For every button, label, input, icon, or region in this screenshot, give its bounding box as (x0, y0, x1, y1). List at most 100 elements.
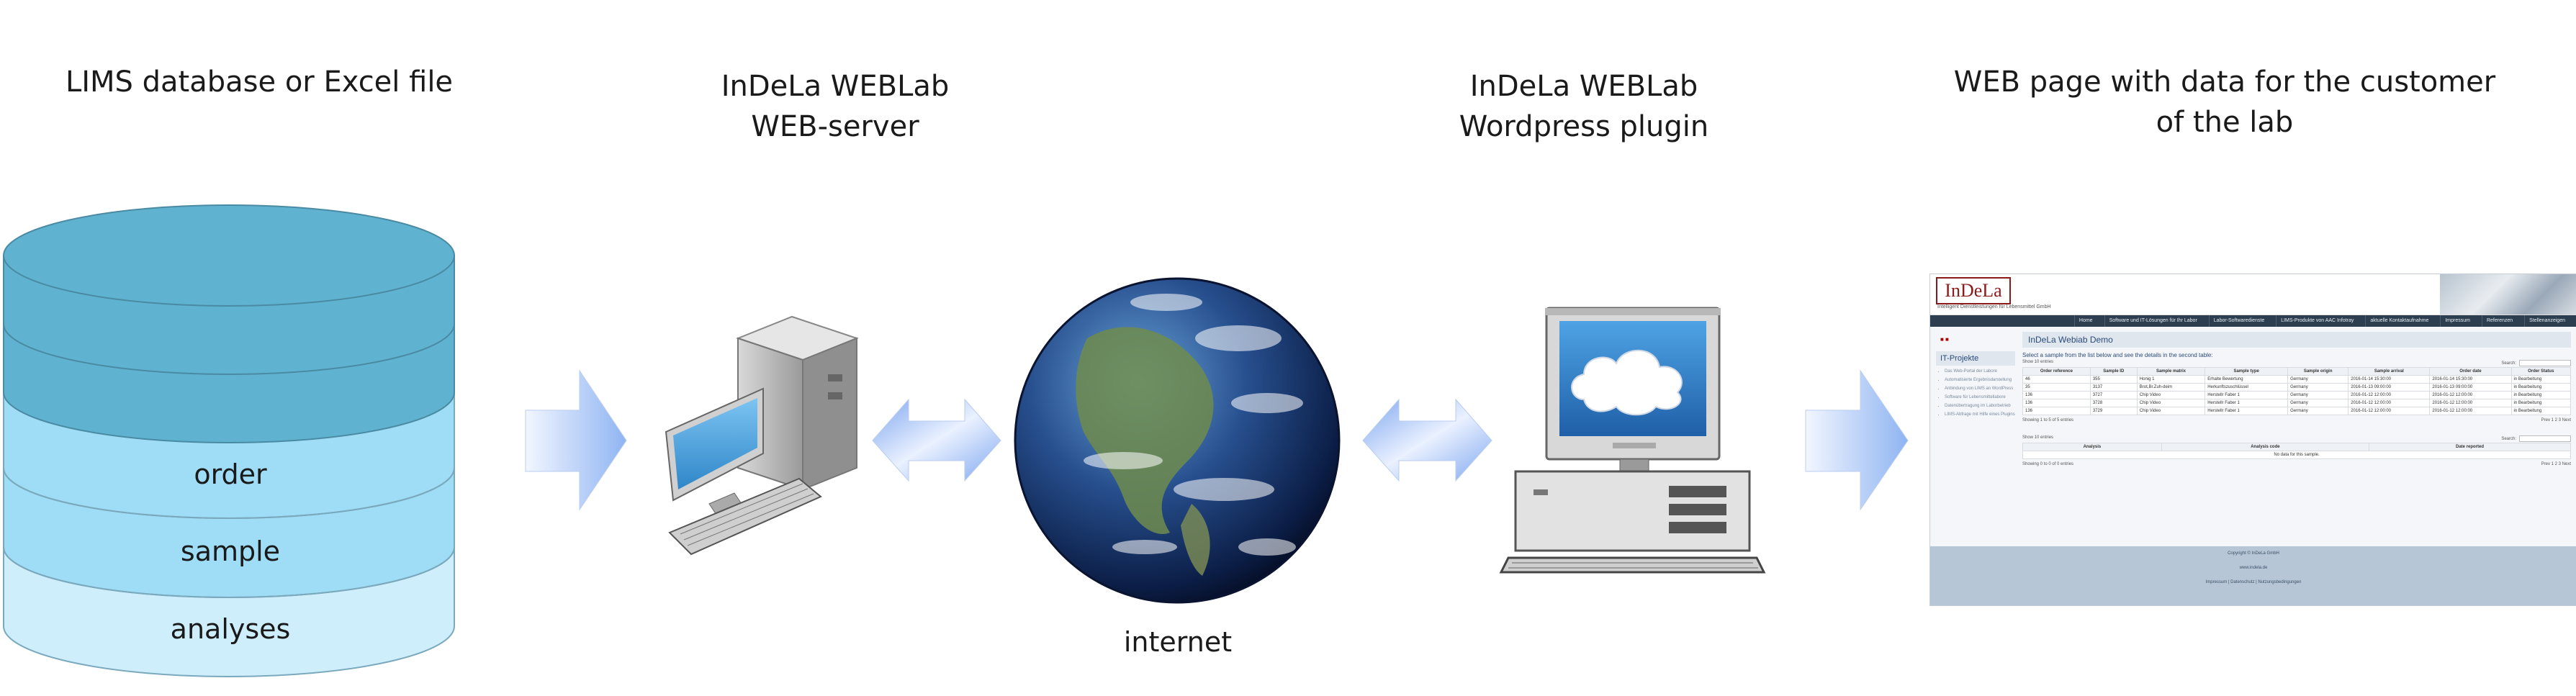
database-cylinder: order sample analyses (3, 204, 455, 677)
sidebar-item[interactable]: Das Web-Portal der Labore (1945, 369, 2015, 374)
database-top-cap (3, 204, 455, 307)
table-row: No data for this sample. (2022, 451, 2571, 459)
sidebar-item[interactable]: Software für Lebensmittellabore (1945, 394, 2015, 400)
sidebar-title: IT-Projekte (1936, 351, 2015, 366)
table-cell: Germany (2287, 383, 2349, 392)
webpage-screenshot: InDeLa Intelligent Dienstleistungen für … (1929, 274, 2576, 606)
nav-item[interactable]: Referenzen (2481, 315, 2517, 327)
column-header[interactable]: Order reference (2022, 367, 2091, 376)
search-label: Search: (2501, 437, 2516, 442)
pagination[interactable]: Prev 1 2 3 Next (2541, 418, 2571, 422)
search-input[interactable] (2519, 360, 2571, 366)
table-cell: Chip Video (2136, 391, 2206, 399)
webpage-intro: Select a sample from the list below and … (2022, 352, 2213, 358)
layer-label-analyses: analyses (171, 613, 291, 645)
footer-line[interactable]: Impressum | Datenschutz | Nutzungsbeding… (2205, 580, 2302, 584)
column-header[interactable]: Sample ID (2089, 367, 2138, 376)
column-header[interactable]: Sample arrival (2348, 367, 2431, 376)
column-header[interactable]: Analysis (2022, 443, 2162, 451)
column-header[interactable]: Order date (2429, 367, 2512, 376)
double-arrow-icon (872, 398, 1001, 482)
webpage-footer: Copyright © InDeLa GmbH www.indela.de Im… (1930, 546, 2576, 605)
table-cell: Honig 1 (2136, 375, 2206, 384)
nav-item[interactable]: Stellenanzeigen (2524, 315, 2570, 327)
table-cell: 136 (2022, 391, 2091, 399)
plugin-title-line1: InDeLa WEBLab (1469, 70, 1698, 103)
table-cell: Germany (2287, 399, 2349, 407)
webpage-heading: InDeLa Webiab Demo (2022, 332, 2571, 348)
plugin-title: InDeLa WEBLab Wordpress plugin (1397, 66, 1771, 147)
nav-item[interactable]: Home (2073, 315, 2097, 327)
webpage-header: InDeLa Intelligent Dienstleistungen für … (1930, 274, 2576, 315)
language-flags-icon[interactable]: ■ ■ (1940, 336, 1949, 343)
webpage-nav: Home Software und IT-Lösungen für Ihr La… (1930, 315, 2576, 327)
webpage-title-line2: of the lab (2156, 106, 2294, 139)
table-cell: Germany (2287, 391, 2349, 399)
table-info: Showing 1 to 5 of 5 entries (2022, 418, 2074, 422)
plugin-title-line2: Wordpress plugin (1459, 110, 1709, 143)
desktop-computer-icon (665, 315, 859, 556)
table-cell: in Bearbeitung (2510, 391, 2572, 399)
lims-title-text: LIMS database or Excel file (65, 65, 454, 99)
search-input[interactable] (2519, 435, 2571, 442)
table-cell: 3137 (2089, 383, 2138, 392)
table-cell: 136 (2022, 399, 2091, 407)
show-entries-select[interactable]: Show 10 entries (2022, 435, 2054, 440)
footer-line: Copyright © InDeLa GmbH (2228, 551, 2279, 556)
table-cell: 2016-01-13 09:00:00 (2348, 383, 2431, 392)
table-cell: 2016-01-13 09:00:00 (2429, 383, 2512, 392)
nav-item[interactable]: Labor-Softwaredienste (2208, 315, 2269, 327)
table-cell: Chip Video (2136, 399, 2206, 407)
table-cell: Herstellr Faber 1 (2205, 391, 2289, 399)
column-header[interactable]: Sample origin (2287, 367, 2349, 376)
nav-item[interactable]: Impressum (2440, 315, 2474, 327)
pagination[interactable]: Prev 1 2 3 Next (2541, 462, 2571, 466)
sidebar-item[interactable]: LIMS-Abfrage mit Hilfe eines Plugins (1945, 412, 2015, 417)
server-title: InDeLa WEBLab WEB-server (648, 66, 1022, 147)
lims-title: LIMS database or Excel file (43, 62, 475, 102)
sidebar-item[interactable]: Anbindung von LIMS an WordPress (1945, 386, 2015, 392)
sidebar-item[interactable]: Datenübertragung im Laborbetrieb (1945, 403, 2015, 409)
nav-item[interactable]: Software und IT-Lösungen für Ihr Labor (2104, 315, 2202, 327)
database-top-body (3, 255, 455, 443)
column-header[interactable]: Date reported (2368, 443, 2572, 451)
internet-label: internet (1124, 626, 1232, 658)
column-header[interactable]: Sample matrix (2136, 367, 2206, 376)
table-cell: 136 (2022, 407, 2091, 415)
nav-item[interactable]: LIMS-Produkte von AAC Infotray (2276, 315, 2358, 327)
table-cell: in Bearbeitung (2510, 399, 2572, 407)
table-cell: Herstellr Faber 1 (2205, 407, 2289, 415)
column-header[interactable]: Analysis code (2161, 443, 2369, 451)
table-cell: 2016-01-14 15:30:00 (2429, 375, 2512, 384)
table-cell: in Bearbeitung (2510, 407, 2572, 415)
table-cell: Herkunftszuschlüssel (2205, 383, 2289, 392)
layer-label-order: order (194, 458, 267, 490)
column-header[interactable]: Order Status (2510, 367, 2572, 376)
sidebar-item[interactable]: Automatisierte Ergebnisdarstellung (1945, 377, 2015, 383)
table-cell: 2016-01-12 12:00:00 (2429, 407, 2512, 415)
table-cell: 46 (2022, 375, 2091, 384)
table-cell: 2016-01-14 15:30:00 (2348, 375, 2431, 384)
show-entries-select[interactable]: Show 10 entries (2022, 360, 2054, 364)
server-title-line2: WEB-server (751, 110, 919, 143)
table-cell: in Bearbeitung (2510, 383, 2572, 392)
table-cell: 3729 (2089, 407, 2138, 415)
table-info: Showing 0 to 0 of 0 entries (2022, 462, 2074, 466)
nav-item[interactable]: aktuelle Kontaktaufnahme (2365, 315, 2433, 327)
column-header[interactable]: Sample type (2205, 367, 2289, 376)
webpage-header-photo (2440, 274, 2576, 315)
arrow-right-icon (1805, 369, 1909, 511)
table-cell: Chip Video (2136, 407, 2206, 415)
footer-line[interactable]: www.indela.de (2239, 566, 2268, 570)
table-cell: 35 (2022, 383, 2091, 392)
webpage-title-line1: WEB page with data for the customer (1953, 65, 2496, 99)
table-cell: 2016-01-12 12:00:00 (2348, 399, 2431, 407)
webpage-tagline: Intelligent Dienstleistungen für Lebensm… (1937, 304, 2051, 309)
table-cell: 2016-01-12 12:00:00 (2429, 391, 2512, 399)
